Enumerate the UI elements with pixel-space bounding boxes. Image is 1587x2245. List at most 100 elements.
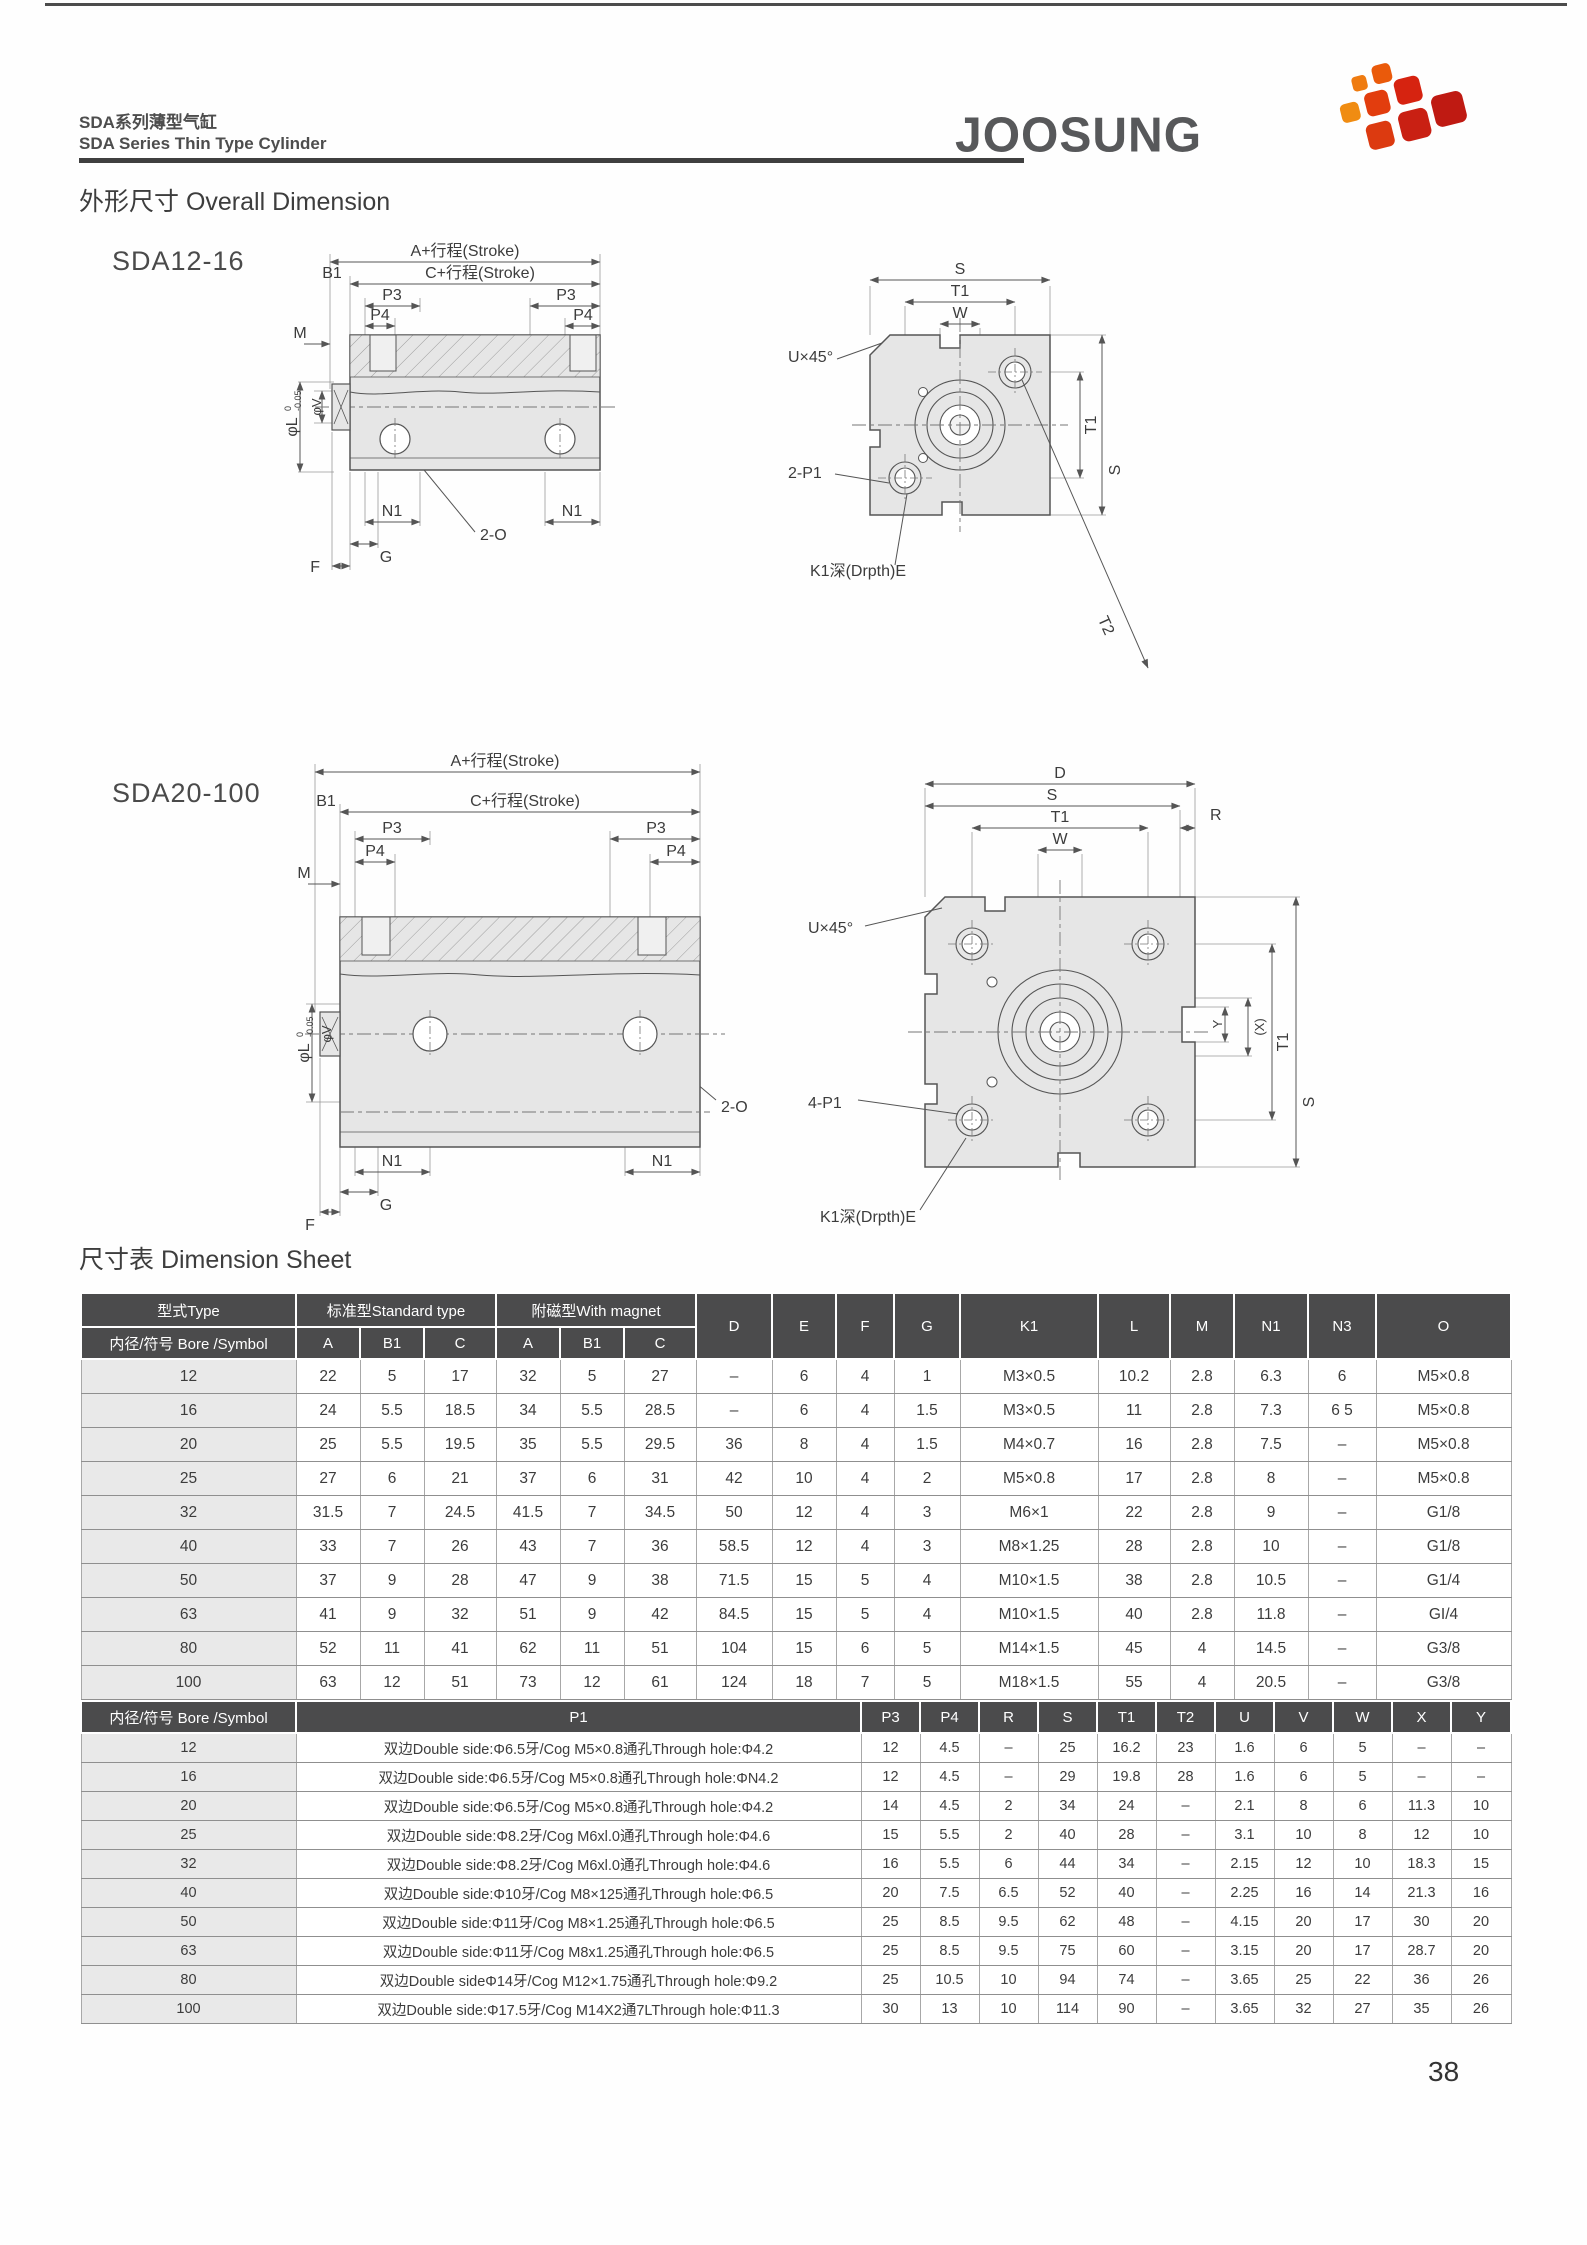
value-cell: 12 xyxy=(1273,1849,1334,1879)
value-cell: G3/8 xyxy=(1375,1665,1512,1700)
dim-label-s-vertical: S xyxy=(1301,1097,1318,1108)
value-cell: – xyxy=(1307,1427,1377,1462)
value-cell: 34.5 xyxy=(623,1495,697,1530)
bore-cell: 16 xyxy=(80,1393,297,1428)
value-cell: 17 xyxy=(1332,1936,1393,1966)
value-cell: 6 xyxy=(771,1393,837,1428)
value-cell: 4 xyxy=(835,1393,895,1428)
value-cell: 6 xyxy=(835,1631,895,1666)
value-cell: 24 xyxy=(1096,1791,1157,1821)
value-cell: 20 xyxy=(860,1878,921,1908)
header-rule xyxy=(79,158,1024,163)
value-cell: 30 xyxy=(860,1994,921,2024)
value-cell: 40 xyxy=(1096,1878,1157,1908)
value-cell: 4 xyxy=(835,1461,895,1496)
value-cell: 32 xyxy=(495,1358,561,1394)
value-cell: 4 xyxy=(835,1358,895,1394)
dim-label-y: Y xyxy=(1210,1019,1225,1028)
value-cell: – xyxy=(1391,1762,1452,1792)
value-cell: – xyxy=(1155,1965,1216,1995)
value-cell: 61 xyxy=(623,1665,697,1700)
value-cell: 1.6 xyxy=(1214,1762,1275,1792)
bore-cell: 50 xyxy=(80,1563,297,1598)
value-cell: – xyxy=(1307,1461,1377,1496)
dim-label-m: M xyxy=(297,865,310,882)
value-cell: 124 xyxy=(695,1665,773,1700)
dim-label-n1: N1 xyxy=(382,1153,403,1170)
value-cell: 6.5 xyxy=(978,1878,1039,1908)
dim-label-t1-vertical: T1 xyxy=(1275,1033,1292,1052)
cylinder-face-view-body xyxy=(908,880,1212,1184)
col-header-e: E xyxy=(771,1292,838,1360)
value-cell: 3.15 xyxy=(1214,1936,1275,1966)
bore-cell: 25 xyxy=(80,1820,297,1850)
value-cell: 2.8 xyxy=(1169,1461,1235,1496)
dim-label-s-vertical: S xyxy=(1107,465,1124,476)
col-header-w: W xyxy=(1332,1700,1393,1734)
value-cell: 62 xyxy=(495,1631,561,1666)
value-cell: 50 xyxy=(695,1495,773,1530)
value-cell: 35 xyxy=(495,1427,561,1462)
value-cell: 51 xyxy=(423,1665,497,1700)
dim-label-p4: P4 xyxy=(365,843,385,860)
value-cell: 2.1 xyxy=(1214,1791,1275,1821)
table-header: 内径/符号 Bore /Symbol P1 P3 P4 R S T1 T2 U … xyxy=(80,1700,1512,1734)
value-cell: 9.5 xyxy=(978,1936,1039,1966)
dim-label-p4: P4 xyxy=(370,307,390,324)
technical-drawing-sda12-16: A+行程(Stroke) B1 C+行程(Stroke) P3 P3 P4 P4… xyxy=(283,242,1149,669)
col-header-n1: N1 xyxy=(1233,1292,1310,1360)
cylinder-face-view-body xyxy=(852,318,1068,532)
value-cell: 双边Double sideΦ14牙/Cog M12×1.75通孔Through … xyxy=(295,1965,862,1995)
value-cell: 7 xyxy=(559,1495,625,1530)
value-cell: 10 xyxy=(978,1994,1039,2024)
dim-label-p4: P4 xyxy=(666,843,686,860)
dimension-lines xyxy=(834,276,1149,669)
value-cell: 22 xyxy=(1097,1495,1171,1530)
dim-label-a-stroke: A+行程(Stroke) xyxy=(411,242,520,260)
value-cell: 25 xyxy=(860,1965,921,1995)
value-cell: 34 xyxy=(1096,1849,1157,1879)
value-cell: 18.5 xyxy=(423,1393,497,1428)
value-cell: 26 xyxy=(423,1529,497,1564)
value-cell: M5×0.8 xyxy=(959,1461,1099,1496)
value-cell: 10 xyxy=(1450,1791,1512,1821)
dimension-table-main: 型式Type 标准型Standard type 附磁型With magnet D… xyxy=(80,1292,1513,1700)
value-cell: 6 xyxy=(978,1849,1039,1879)
value-cell: 9 xyxy=(559,1563,625,1598)
dim-label-t1-vertical: T1 xyxy=(1083,416,1100,435)
value-cell: – xyxy=(1155,1849,1216,1879)
value-cell: 3.65 xyxy=(1214,1965,1275,1995)
dim-label-4-p1: 4-P1 xyxy=(808,1095,842,1112)
value-cell: 8 xyxy=(1332,1820,1393,1850)
value-cell: 58.5 xyxy=(695,1529,773,1564)
value-cell: 34 xyxy=(495,1393,561,1428)
value-cell: 7.3 xyxy=(1233,1393,1309,1428)
value-cell: 11.3 xyxy=(1391,1791,1452,1821)
col-header-standard-type: 标准型Standard type xyxy=(294,1292,498,1328)
value-cell: 23 xyxy=(1155,1732,1216,1763)
dim-label-phi-l: φL 0 -0.05 xyxy=(283,390,303,436)
table-header: 型式Type 标准型Standard type 附磁型With magnet D… xyxy=(80,1292,1513,1360)
value-cell: 4.15 xyxy=(1214,1907,1275,1937)
value-cell: 13 xyxy=(919,1994,980,2024)
value-cell: 6 xyxy=(1307,1358,1377,1394)
col-header-l: L xyxy=(1097,1292,1172,1360)
value-cell: 8.5 xyxy=(919,1907,980,1937)
svg-text:T1: T1 xyxy=(1275,1033,1292,1052)
value-cell: 4 xyxy=(893,1597,961,1632)
value-cell: 15 xyxy=(771,1563,837,1598)
value-cell: 10 xyxy=(1332,1849,1393,1879)
dim-label-w: W xyxy=(1052,831,1068,848)
value-cell: – xyxy=(695,1358,773,1394)
value-cell: 5.5 xyxy=(359,1393,425,1428)
value-cell: 5.5 xyxy=(359,1427,425,1462)
value-cell: 10 xyxy=(978,1965,1039,1995)
value-cell: 24.5 xyxy=(423,1495,497,1530)
value-cell: 10.5 xyxy=(1233,1563,1309,1598)
